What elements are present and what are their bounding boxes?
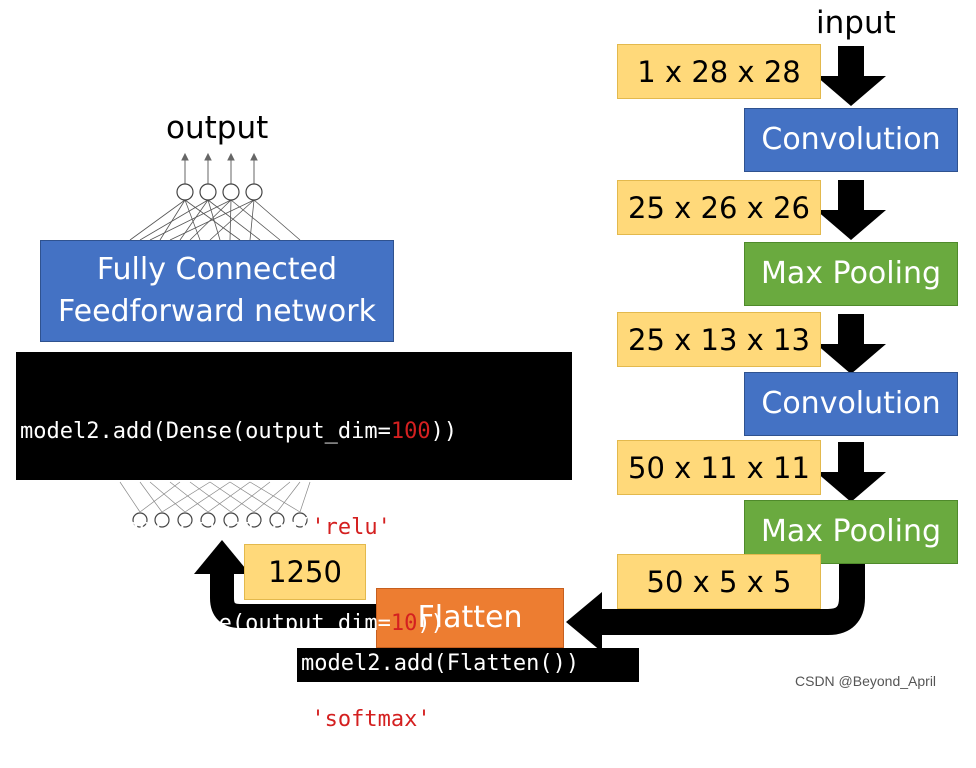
arrow-to-flatten xyxy=(600,562,865,635)
fully-connected-line2: Feedforward network xyxy=(58,294,376,329)
arrow-down-1 xyxy=(816,46,886,106)
arrow-to-dnn-head xyxy=(194,540,250,574)
output-arrows xyxy=(181,152,258,184)
convolution-box-2: Convolution xyxy=(744,372,958,436)
arrow-to-flatten-head xyxy=(566,592,602,652)
arrow-to-dnn xyxy=(210,572,376,628)
top-connections xyxy=(129,199,301,241)
convolution-box-1: Convolution xyxy=(744,108,958,172)
code-line-3: model2.add(Dense(output_dim=10)) xyxy=(20,611,444,636)
dnn-code-block: model2.add(Dense(output_dim=100)) model2… xyxy=(16,352,572,732)
dim-box-final: 50 x 5 x 5 xyxy=(617,554,821,609)
arrow-down-4 xyxy=(816,442,886,502)
input-label: input xyxy=(816,5,896,41)
arrow-down-2 xyxy=(816,180,886,240)
flat-size-box: 1250 xyxy=(244,544,366,600)
input-neurons xyxy=(132,512,308,528)
watermark: CSDN @Beyond_April xyxy=(795,673,937,689)
arrow-down-3 xyxy=(816,314,886,374)
output-neurons xyxy=(176,183,263,201)
diagram-graphics xyxy=(119,46,886,652)
output-label: output xyxy=(166,110,269,146)
max-pooling-box-1: Max Pooling xyxy=(744,242,958,306)
flatten-box: Flatten xyxy=(376,588,564,648)
fully-connected-box: Fully Connected Feedforward network xyxy=(40,240,394,342)
code-line-4: model2.add(Activation('softmax')) xyxy=(20,707,458,732)
down-arrows xyxy=(816,46,886,502)
bottom-connections xyxy=(119,481,311,513)
fully-connected-line1: Fully Connected xyxy=(96,252,338,287)
flatten-code: model2.add(Flatten()) xyxy=(297,648,639,682)
code-line-1: model2.add(Dense(output_dim=100)) xyxy=(20,419,458,444)
code-line-2: model2.add(Activation('relu')) xyxy=(20,515,418,540)
dim-box-3: 25 x 13 x 13 xyxy=(617,312,821,367)
dim-box-2: 25 x 26 x 26 xyxy=(617,180,821,235)
max-pooling-box-2: Max Pooling xyxy=(744,500,958,564)
dim-box-4: 50 x 11 x 11 xyxy=(617,440,821,495)
dim-box-1: 1 x 28 x 28 xyxy=(617,44,821,99)
